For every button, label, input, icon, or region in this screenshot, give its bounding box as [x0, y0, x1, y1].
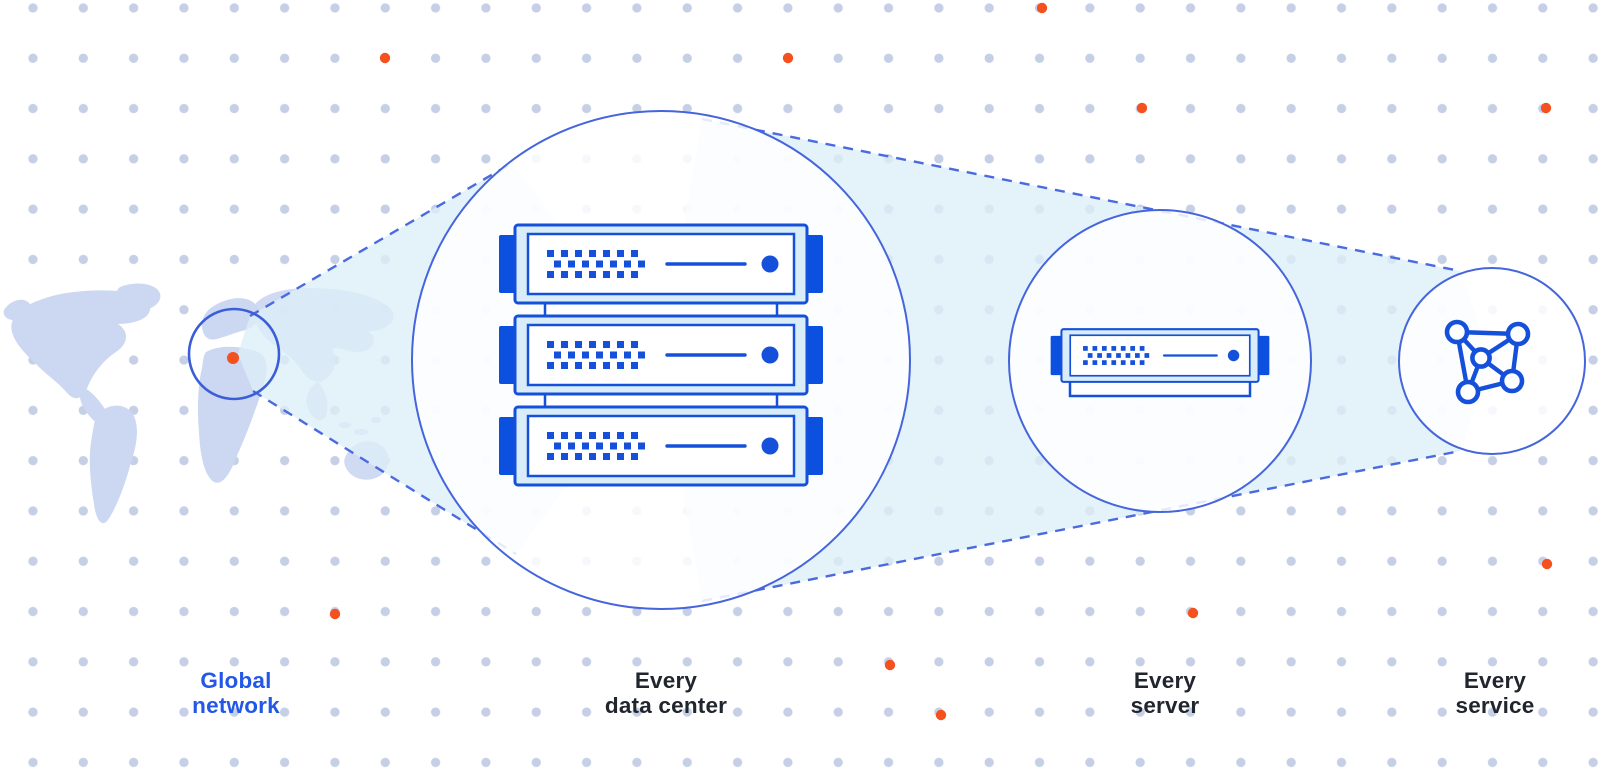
label-global-network: Global network	[192, 668, 280, 718]
label-every-service: Every service	[1456, 668, 1535, 718]
label-global-network-line1: Global	[200, 668, 272, 693]
orange-accent-dots	[329, 2, 1553, 721]
label-every-service-line1: Every	[1463, 668, 1527, 693]
zoom-guide-line-top-right	[701, 117, 1461, 273]
label-every-server-line1: Every	[1133, 668, 1197, 693]
mesh-network-icon	[1444, 319, 1531, 405]
server-icon	[1050, 328, 1270, 398]
label-every-data-center-line1: Every	[634, 668, 698, 693]
service-circle	[1398, 267, 1586, 455]
zoom-guide-line-top-left	[249, 161, 513, 318]
label-every-server-line2: server	[1130, 693, 1200, 718]
label-every-service-line2: service	[1455, 693, 1535, 718]
label-every-data-center-line2: data center	[604, 693, 728, 718]
zoom-guide-line-bottom-right	[701, 449, 1461, 603]
zoom-guide-line-bottom-left	[252, 389, 517, 556]
label-every-data-center: Every data center	[605, 668, 727, 718]
label-global-network-line2: network	[192, 693, 280, 718]
location-marker-dot	[227, 352, 239, 364]
map-region-circle	[187, 307, 281, 401]
label-every-server: Every server	[1131, 668, 1200, 718]
server-rack-icon	[499, 223, 823, 487]
